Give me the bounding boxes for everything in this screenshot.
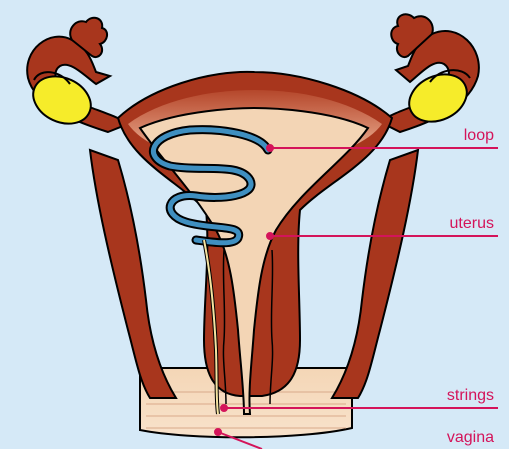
loop-leader-dot xyxy=(267,145,273,151)
uterus-label: uterus xyxy=(450,215,494,232)
uterus-leader-dot xyxy=(267,233,273,239)
strings-label: strings xyxy=(447,387,494,404)
vagina-label: vagina xyxy=(447,429,494,446)
cervix-wall-right xyxy=(332,150,418,398)
loop-label: loop xyxy=(464,127,494,144)
cervix-wall xyxy=(90,150,176,398)
vagina-leader-dot xyxy=(215,429,221,435)
strings-leader-dot xyxy=(221,405,227,411)
